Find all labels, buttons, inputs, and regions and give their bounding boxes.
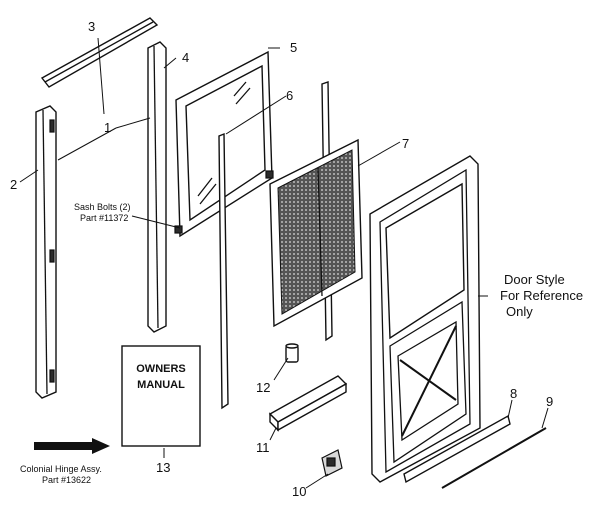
door-note-line1: Door Style	[504, 272, 565, 287]
label-part-6: 6	[286, 88, 293, 103]
label-part-13: 13	[156, 460, 170, 475]
hinge-note-line1: Colonial Hinge Assy.	[20, 464, 102, 474]
label-part-8: 8	[510, 386, 517, 401]
hinge-arrow	[34, 438, 110, 454]
label-part-5: 5	[290, 40, 297, 55]
door-note-line3: Only	[506, 304, 533, 319]
label-part-10: 10	[292, 484, 306, 499]
part-11-door-closer-block	[268, 375, 348, 432]
part-2-hinge-side-frame	[35, 105, 57, 399]
label-part-4: 4	[182, 50, 189, 65]
label-part-11: 11	[256, 440, 270, 455]
sash-bolts-line2: Part #11372	[80, 213, 128, 223]
part-12-cylinder-cap	[285, 343, 299, 363]
part-10-latch-bracket	[321, 449, 343, 477]
callout-lines	[19, 37, 549, 489]
manual-title-line1: OWNERS	[136, 363, 186, 375]
sash-bolts-line1: Sash Bolts (2)	[74, 202, 131, 212]
manual-title-line2: MANUAL	[137, 379, 185, 391]
door-note-line2: For Reference	[500, 288, 583, 303]
label-part-2: 2	[10, 177, 17, 192]
part-4-latch-side-frame	[147, 41, 167, 333]
label-part-7: 7	[402, 136, 409, 151]
part-13-owners-manual: OWNERS MANUAL	[121, 345, 201, 447]
part-9-sweep-rod	[441, 427, 547, 489]
part-5-glass-sash	[174, 50, 274, 238]
part-7-screen-panel	[269, 138, 363, 328]
label-part-9: 9	[546, 394, 553, 409]
hinge-note-line2: Part #13622	[42, 475, 91, 485]
reference-door	[369, 155, 481, 483]
label-part-3: 3	[88, 19, 95, 34]
label-part-1: 1	[104, 120, 111, 135]
label-part-12: 12	[256, 380, 270, 395]
part-8-door-sweep	[403, 414, 511, 484]
